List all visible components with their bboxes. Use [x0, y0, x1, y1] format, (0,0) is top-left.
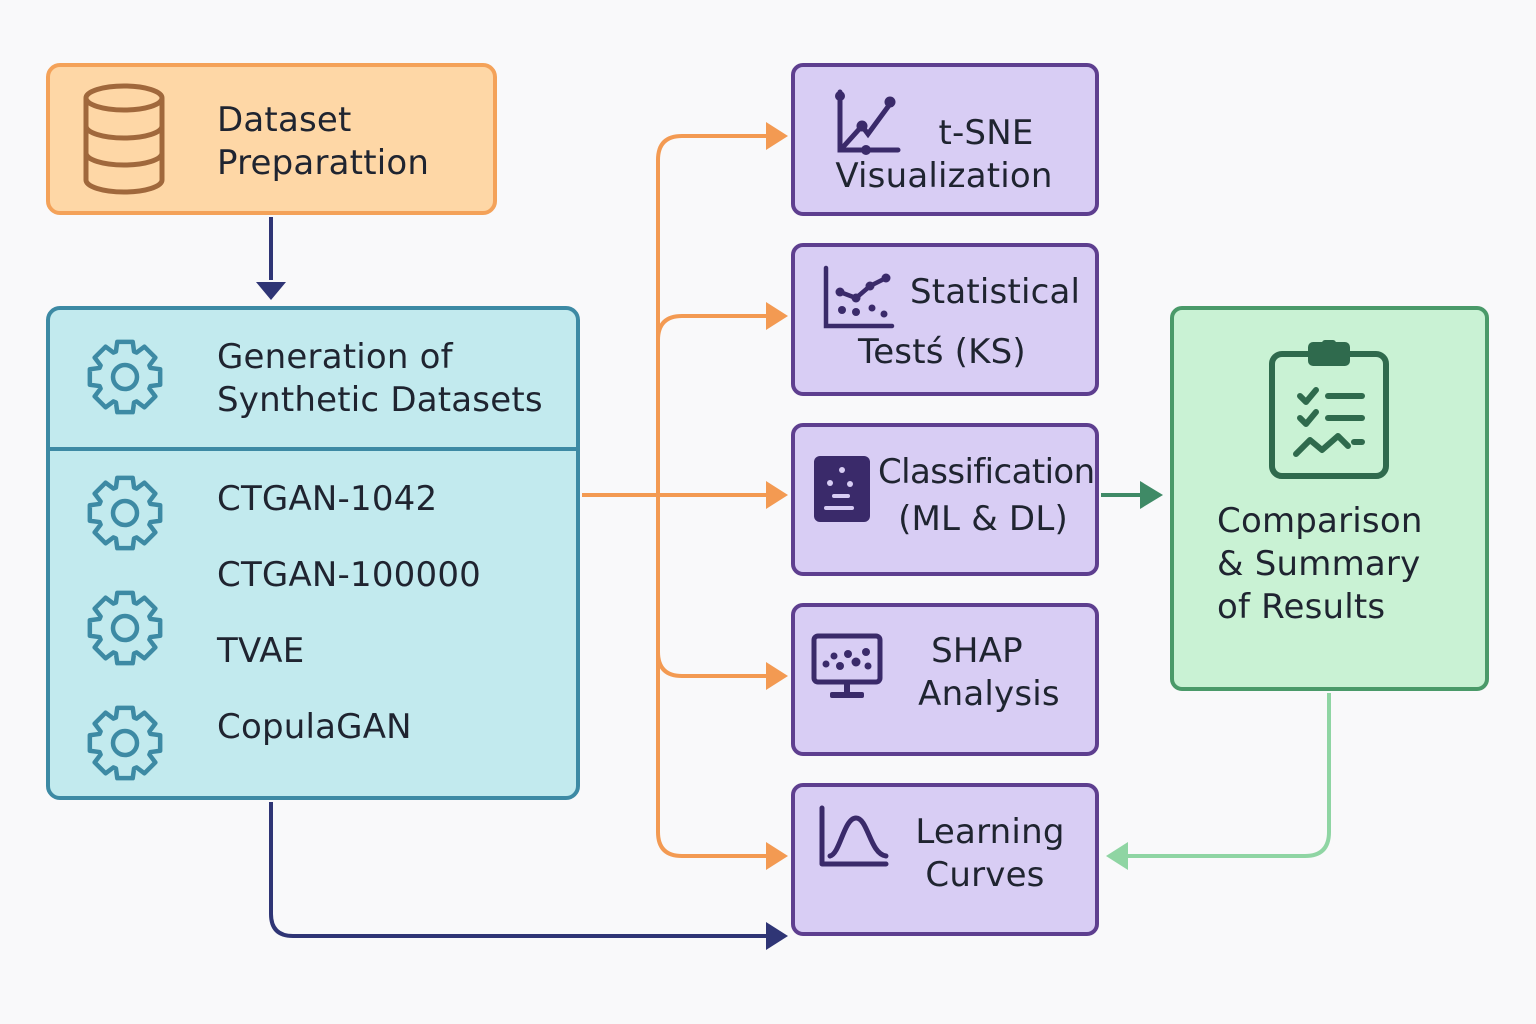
shap-analysis-label: SHAP Analysis: [894, 630, 1084, 716]
arrow-classification-to-summary: [1101, 481, 1163, 509]
learning-curves-box: [791, 783, 1099, 936]
curve-chart-icon: [819, 805, 889, 867]
label-line: Comparison: [1217, 501, 1423, 541]
generation-header-label: Generation of Synthetic Datasets: [217, 336, 543, 422]
model-ctgan-1042: CTGAN-1042: [217, 479, 438, 519]
arrow-prep-to-generation: [256, 217, 286, 300]
label-line: Dataset: [217, 100, 352, 140]
model-tvae: TVAE: [217, 631, 305, 671]
label-line: of Results: [1217, 587, 1386, 627]
label-line: Curves: [925, 855, 1045, 895]
label-line: SHAP: [931, 631, 1023, 671]
label-line: (ML & DL): [898, 499, 1068, 539]
scatter-plot-icon: [835, 89, 901, 155]
label-line: Learning: [915, 812, 1065, 852]
gear-icon: [87, 590, 163, 666]
dataset-preparation-label: Dataset Preparattion: [217, 99, 429, 185]
label-line: Visualization: [835, 156, 1053, 196]
divider: [50, 447, 576, 451]
gear-icon: [87, 475, 163, 551]
learning-curves-label: Learning Curves: [890, 811, 1080, 897]
statistical-tests-label-2: Testś (KS): [858, 332, 1026, 372]
comparison-summary-box: [1170, 306, 1489, 691]
model-ctgan-100000: CTGAN-100000: [217, 555, 482, 595]
clipboard-checklist-icon: [1269, 340, 1389, 479]
arrow-summary-to-learning: [1106, 693, 1331, 870]
label-line: Generation of: [217, 337, 453, 377]
arrow-generation-to-learning: [269, 802, 788, 950]
statistical-tests-label-1: Statistical: [910, 272, 1081, 312]
arrowheads-orange: [766, 122, 788, 870]
monitor-chart-icon: [811, 633, 883, 698]
classifier-icon: [814, 456, 870, 522]
gear-icon: [87, 339, 163, 415]
arrow-generation-fanout: [582, 134, 770, 858]
label-line: Classification: [878, 452, 1095, 492]
label-line: Preparattion: [217, 143, 430, 183]
comparison-summary-label: Comparison & Summary of Results: [1217, 500, 1423, 629]
label-line: Synthetic Datasets: [217, 380, 543, 420]
label-line: t-SNE: [938, 113, 1034, 153]
classification-label: Classification (ML & DL): [878, 451, 1095, 541]
model-copulagan: CopulaGAN: [217, 707, 412, 747]
dot-chart-icon: [823, 265, 895, 329]
tsne-visualization-label: t-SNE Visualization: [818, 112, 1070, 198]
gear-icon: [87, 705, 163, 781]
label-line: Analysis: [918, 674, 1060, 714]
statistical-tests-box: [791, 243, 1099, 396]
database-icon: [83, 83, 165, 195]
label-line: & Summary: [1217, 544, 1421, 584]
